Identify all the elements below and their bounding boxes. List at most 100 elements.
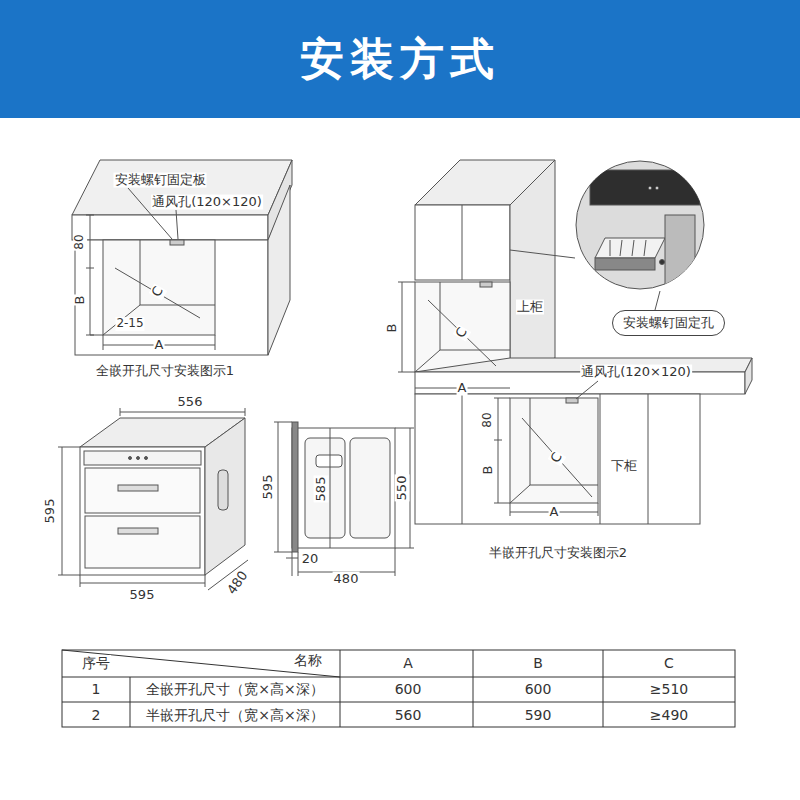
dimension-label: 安装螺钉固定板 bbox=[114, 173, 207, 188]
line-art bbox=[462, 394, 463, 524]
cabinet-half-inset bbox=[398, 160, 752, 524]
line-art bbox=[660, 260, 665, 265]
side-view bbox=[274, 422, 414, 576]
line-art bbox=[103, 240, 215, 335]
dimension-label: C bbox=[149, 283, 167, 300]
line-art bbox=[590, 170, 700, 205]
line-art bbox=[402, 282, 403, 372]
cabinet-full-inset bbox=[72, 160, 292, 355]
dimension-label: 通风孔(120×120) bbox=[580, 365, 692, 380]
table-cell-text: ≥490 bbox=[649, 707, 689, 723]
line-art bbox=[80, 575, 81, 587]
line-art bbox=[90, 335, 103, 336]
line-art bbox=[395, 548, 414, 549]
line-art bbox=[292, 422, 298, 552]
dimension-label: 通风孔(120×120) bbox=[151, 195, 263, 210]
line-art bbox=[595, 238, 665, 258]
line-art bbox=[340, 650, 341, 727]
line-art bbox=[395, 428, 414, 429]
table-cell-text: A bbox=[402, 655, 414, 671]
line-art bbox=[85, 516, 200, 568]
dimension-label: A bbox=[549, 505, 560, 520]
line-art bbox=[292, 428, 395, 548]
line-art bbox=[84, 451, 201, 465]
line-art bbox=[140, 240, 141, 305]
line-art bbox=[595, 258, 655, 270]
line-art bbox=[510, 398, 598, 503]
line-art bbox=[205, 575, 206, 587]
callout-text: 安装螺钉固定孔 bbox=[623, 315, 714, 330]
line-art bbox=[218, 470, 228, 510]
dimension-label: 595 bbox=[129, 588, 156, 603]
line-art bbox=[118, 485, 158, 491]
line-art bbox=[415, 205, 510, 280]
line-art bbox=[415, 282, 510, 372]
dimension-label: 480 bbox=[224, 568, 252, 599]
line-art bbox=[415, 394, 700, 524]
line-art bbox=[398, 372, 415, 373]
line-art bbox=[58, 575, 80, 576]
line-art bbox=[292, 552, 293, 576]
line-art bbox=[316, 455, 342, 467]
line-art bbox=[745, 358, 752, 394]
dimension-label: 上柜 bbox=[516, 300, 544, 315]
dimension-label: 556 bbox=[177, 395, 204, 410]
table-cell-text: C bbox=[663, 655, 675, 671]
dimension-label: 全嵌开孔尺寸安装图示1 bbox=[95, 364, 235, 379]
dimension-label: B bbox=[385, 323, 400, 334]
dimension-label: C bbox=[548, 449, 566, 466]
dimension-label: 20 bbox=[301, 552, 320, 567]
table-cell-text: 590 bbox=[524, 707, 553, 723]
line-art bbox=[620, 240, 622, 256]
line-art bbox=[649, 187, 652, 190]
line-art bbox=[530, 398, 531, 485]
line-art bbox=[656, 187, 659, 190]
line-art bbox=[176, 210, 178, 239]
line-art bbox=[278, 422, 279, 552]
spec-table bbox=[62, 650, 735, 727]
line-art bbox=[86, 268, 94, 269]
line-art bbox=[129, 457, 132, 460]
line-art bbox=[274, 422, 292, 423]
line-art bbox=[632, 240, 634, 256]
line-art bbox=[130, 677, 131, 727]
line-art bbox=[576, 161, 704, 289]
line-art bbox=[145, 457, 148, 460]
table-cell-text: 600 bbox=[524, 681, 553, 697]
line-art bbox=[494, 440, 502, 441]
line-art bbox=[410, 428, 411, 548]
line-art bbox=[510, 160, 555, 372]
line-art bbox=[350, 438, 390, 538]
line-art bbox=[576, 381, 598, 399]
line-art bbox=[610, 240, 611, 256]
line-art bbox=[494, 503, 510, 504]
line-art bbox=[245, 408, 246, 416]
dimension-label: A bbox=[154, 338, 165, 353]
line-art bbox=[440, 282, 441, 350]
table-cell-text: 半嵌开孔尺寸（宽×高×深） bbox=[145, 707, 324, 723]
line-art bbox=[90, 215, 91, 335]
dimension-label: 80 bbox=[481, 411, 495, 428]
line-art bbox=[522, 418, 592, 497]
line-art bbox=[205, 418, 245, 575]
line-art bbox=[103, 335, 104, 350]
dimension-label: 下柜 bbox=[610, 459, 638, 474]
table-cell-text: 560 bbox=[394, 707, 423, 723]
dimension-label: 半嵌开孔尺寸安装图示2 bbox=[488, 546, 628, 561]
dimension-label: 2-15 bbox=[115, 317, 144, 331]
line-art bbox=[480, 282, 492, 287]
line-art bbox=[58, 447, 80, 448]
line-art bbox=[268, 185, 290, 355]
line-art bbox=[170, 240, 184, 245]
dimension-label: C bbox=[453, 324, 471, 341]
line-art bbox=[428, 300, 496, 366]
line-art bbox=[62, 702, 735, 703]
detail-inset bbox=[576, 161, 704, 310]
dimension-label: 585 bbox=[314, 476, 329, 503]
line-art bbox=[215, 335, 216, 350]
line-art bbox=[510, 485, 598, 503]
table-cell-text: 2 bbox=[91, 707, 102, 723]
line-art bbox=[118, 528, 158, 534]
line-art bbox=[120, 408, 121, 416]
